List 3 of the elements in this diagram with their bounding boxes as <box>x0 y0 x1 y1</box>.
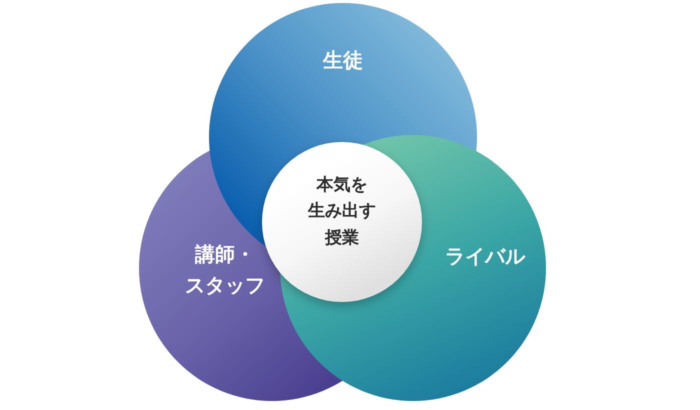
circle-label: 講師・スタッフ <box>175 239 275 301</box>
circle-label: 生徒 <box>293 45 393 76</box>
circle-label: ライバル <box>440 241 530 272</box>
